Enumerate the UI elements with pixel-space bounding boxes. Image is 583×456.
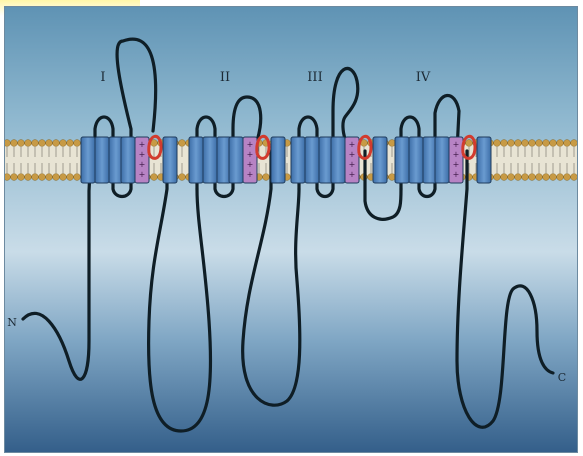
positive-charge: + (453, 150, 460, 159)
transmembrane-helix (271, 137, 285, 183)
lipid-head-inner (494, 174, 501, 181)
lipid-head-inner (32, 174, 39, 181)
lipid-head-outer (529, 140, 536, 147)
transmembrane-helix (163, 137, 177, 183)
n-terminus-label: N (7, 316, 17, 329)
lipid-head-outer (389, 140, 396, 147)
lipid-head-outer (515, 140, 522, 147)
positive-charge: + (453, 170, 460, 179)
domain-label-4: IV (416, 70, 431, 85)
positive-charge: + (139, 170, 146, 179)
lipid-head-inner (571, 174, 577, 181)
lipid-head-outer (550, 140, 557, 147)
figure-frame: ++++++++++++++++ I II III IV N C (4, 6, 578, 453)
transmembrane-helix (305, 137, 319, 183)
lipid-head-outer (60, 140, 67, 147)
positive-charge: + (247, 150, 254, 159)
positive-charge: + (247, 170, 254, 179)
lipid-head-inner (39, 174, 46, 181)
lipid-head-outer (571, 140, 577, 147)
lipid-head-inner (550, 174, 557, 181)
lipid-head-outer (18, 140, 25, 147)
lipid-head-inner (5, 174, 10, 181)
background (5, 7, 577, 452)
lipid-head-inner (263, 174, 270, 181)
transmembrane-helix (373, 137, 387, 183)
lipid-head-outer (543, 140, 550, 147)
lipid-head-outer (522, 140, 529, 147)
positive-charge: + (349, 140, 356, 149)
lipid-head-inner (74, 174, 81, 181)
lipid-head-inner (179, 174, 186, 181)
positive-charge: + (139, 150, 146, 159)
lipid-head-outer (39, 140, 46, 147)
domain-3-helices: ++++ (291, 136, 387, 183)
positive-charge: + (349, 170, 356, 179)
lipid-head-inner (501, 174, 508, 181)
domain-label-2: II (220, 70, 230, 85)
lipid-head-inner (557, 174, 564, 181)
transmembrane-helix (395, 137, 409, 183)
lipid-head-outer (11, 140, 18, 147)
transmembrane-helix (95, 137, 109, 183)
lipid-head-inner (151, 174, 158, 181)
positive-charge: + (453, 160, 460, 169)
positive-charge: + (349, 150, 356, 159)
lipid-head-inner (46, 174, 53, 181)
transmembrane-helix (203, 137, 217, 183)
lipid-head-inner (25, 174, 32, 181)
lipid-head-inner (543, 174, 550, 181)
transmembrane-helix (121, 137, 135, 183)
transmembrane-helix (81, 137, 95, 183)
lipid-head-inner (508, 174, 515, 181)
lipid-head-inner (53, 174, 60, 181)
lipid-head-outer (494, 140, 501, 147)
c-terminus-label: C (558, 371, 566, 384)
positive-charge: + (453, 140, 460, 149)
lipid-head-outer (508, 140, 515, 147)
domain-label-1: I (100, 70, 105, 85)
lipid-head-inner (515, 174, 522, 181)
lipid-head-outer (74, 140, 81, 147)
lipid-head-outer (67, 140, 74, 147)
domain-2-helices: ++++ (189, 136, 285, 183)
transmembrane-helix (409, 137, 423, 183)
lipid-head-inner (60, 174, 67, 181)
lipid-head-outer (25, 140, 32, 147)
lipid-head-inner (18, 174, 25, 181)
lipid-head-inner (522, 174, 529, 181)
lipid-head-outer (179, 140, 186, 147)
domain-label-3: III (307, 70, 322, 85)
transmembrane-helix (477, 137, 491, 183)
lipid-head-inner (529, 174, 536, 181)
sodium-channel-diagram: ++++++++++++++++ I II III IV N C (5, 7, 577, 452)
positive-charge: + (247, 160, 254, 169)
positive-charge: + (139, 160, 146, 169)
transmembrane-helix (189, 137, 203, 183)
lipid-head-outer (53, 140, 60, 147)
lipid-head-outer (536, 140, 543, 147)
lipid-head-outer (466, 140, 473, 147)
lipid-head-inner (389, 174, 396, 181)
transmembrane-helix (435, 137, 449, 183)
lipid-head-inner (536, 174, 543, 181)
lipid-head-inner (67, 174, 74, 181)
lipid-head-outer (564, 140, 571, 147)
lipid-head-outer (32, 140, 39, 147)
positive-charge: + (349, 160, 356, 169)
lipid-head-outer (5, 140, 10, 147)
lipid-head-inner (564, 174, 571, 181)
domain-1-helices: ++++ (81, 136, 177, 183)
transmembrane-helix (291, 137, 305, 183)
transmembrane-helix (229, 137, 243, 183)
positive-charge: + (247, 140, 254, 149)
lipid-head-outer (46, 140, 53, 147)
transmembrane-helix (331, 137, 345, 183)
lipid-head-inner (11, 174, 18, 181)
lipid-head-outer (501, 140, 508, 147)
positive-charge: + (139, 140, 146, 149)
lipid-head-outer (557, 140, 564, 147)
domain-4-helices: ++++ (395, 136, 491, 183)
